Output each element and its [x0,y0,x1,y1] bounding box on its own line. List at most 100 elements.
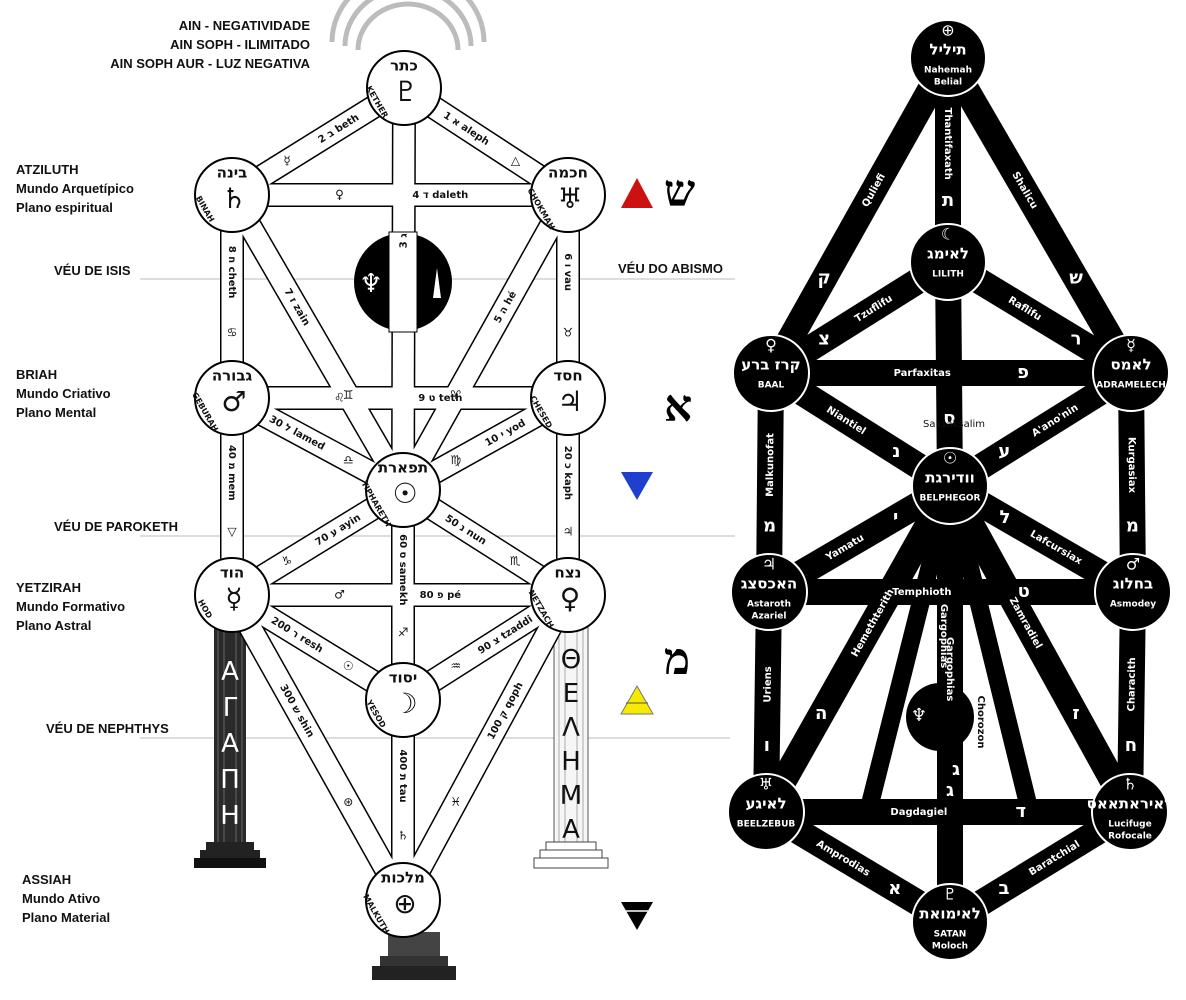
veil-isis: VÉU DE ISIS [54,263,131,278]
sephira-hebrew: יסוד [389,669,418,687]
sephira-circle [530,360,606,436]
qliphoth-node-circle [911,883,989,961]
path-symbol-18: ♓ [450,795,461,809]
path-symbol-12: ▽ [227,524,237,538]
path-symbol-3: ♀ [335,188,344,202]
planet-icon: ♀ [765,336,777,355]
qliphoth-path [859,483,959,815]
qliphoth-path-letter-18: ג [946,780,954,801]
qliphoth-name-2: Rofocale [1108,832,1152,842]
qliphoth-name: BEELZEBUB [737,820,796,830]
sephira-hebrew: בינה [217,164,248,182]
planet-icon: ♀ [560,582,581,615]
path-symbol-5: ♉ [563,326,574,340]
qliphoth-abyss-circle [906,683,974,751]
qliphoth-path-letter-23: ב [999,878,1010,899]
qliphoth-path-letter-gargophias: ג [952,759,960,780]
sephira-circle [530,157,606,233]
qliphoth-path-letter-17: ה [815,703,827,724]
path-symbol-1: ☿ [283,153,290,167]
path-label-12: 40 מ mem [226,445,237,501]
path-symbol-4: ♈ [450,388,461,402]
qliphoth-path-letter-13: ל [999,507,1010,528]
qliphoth-node-circle [911,447,989,525]
qliphoth-name-2: Azariel [752,612,787,622]
world-yetzirah: YETZIRAH Mundo Formativo Plano Astral [16,580,126,633]
world-atziluth: ATZILUTH Mundo Arquetípico Plano espirit… [16,162,134,215]
sephira-yesod: יסוד☽YESOD [364,662,441,738]
neptune-icon: ♆ [911,705,927,726]
qliphoth-path-name-saksaksalim: Saksaksalim [923,419,985,430]
qliphoth-path-letter-0: ת [942,190,954,211]
path-label-2: 3 ג [399,233,410,248]
planet-icon: ☾ [941,225,955,244]
ain-labels: AIN - NEGATIVIDADE AIN SOPH - ILIMITADO … [110,16,310,73]
planet-icon: ♂ [1126,555,1140,574]
planet-icon: ☿ [1126,336,1136,355]
qliphoth-path-letter-9: ע [998,441,1010,462]
path-symbol-0: △ [511,153,521,167]
earth-triangle-icon [621,902,653,930]
qliphoth-node-circle [1091,773,1169,851]
planet-icon: ⊕ [393,887,416,920]
daath-circle: ♆ [354,231,452,333]
sephira-hebrew: נצח [555,564,582,582]
path-symbol-14: ♐ [398,625,409,639]
pillar-letter: Θ [561,645,581,675]
ain-arcs [329,0,487,51]
planet-icon: ⊕ [941,21,954,40]
sephira-hebrew: חסד [553,367,582,385]
qliphoth-hebrew: לאיראתאאס [1087,795,1174,813]
qliphoth-path-name-14: Temphioth [892,587,951,598]
planet-icon: ♅ [759,775,773,794]
sephira-circle [194,157,270,233]
sephira-circle [365,662,441,738]
qliphoth-path-letter-6: פ [1017,362,1029,383]
sephira-geburah: גבורה♂GEBURAH [190,360,270,436]
qliphoth-name: LILITH [932,270,964,280]
qliphoth-path-letter-20: ז [1072,703,1079,724]
qliphoth-path [754,479,962,819]
qliphoth-path [936,51,1143,380]
pillar-left-letters: Α Γ Α Π Η [220,657,240,831]
planet-icon: ♃ [557,385,582,418]
qliphoth-path-letter-14: ט [1018,581,1030,602]
qliphoth-node-circle [732,334,810,412]
path-symbol-8: ♌ [334,391,345,405]
path-symbol-9: ♍ [450,453,461,467]
path-symbol-20: ⊛ [343,795,353,809]
qliphoth-node-baal: ♀קרז ברע BAAL [732,334,810,412]
path-symbol-6: ♊ [343,388,354,402]
qliphoth-node-circle [730,553,808,631]
pillar-letter: Γ [223,693,238,723]
qliphoth-path-letter-2: ש [1069,268,1083,289]
ain-soph-aur: AIN SOPH AUR - LUZ NEGATIVA [110,56,310,71]
qliphoth-hebrew: תיליל [929,41,966,59]
qliphoth-name: BAAL [758,381,785,391]
planet-icon: ♅ [557,182,582,215]
qliphoth-node-circle [909,223,987,301]
path-symbol-19: ☉ [343,659,354,673]
sephira-circle [530,557,606,633]
sephira-binah: בינה♄BINAH [194,157,270,233]
fire-triangle-icon [621,178,653,208]
planet-icon: ♂ [221,385,246,418]
veil-abismo: VÉU DO ABISMO [618,261,723,276]
planet-icon: ♄ [1123,775,1137,794]
qliphoth-name: Nahemah [924,66,972,76]
sephira-hebrew: גבורה [212,367,253,385]
qliphoth-node-circle [1092,334,1170,412]
qliphoth-hebrew: קרז ברע [741,356,800,374]
pillar-right [533,611,609,869]
qliphoth-path-name-6: Parfaxitas [894,368,951,379]
pillar-letter: Α [221,729,239,759]
path-symbol-13: ♏ [510,554,521,568]
qliphoth-hebrew: בחלוג [1113,575,1153,593]
qliphoth-name: Astaroth [747,600,791,610]
